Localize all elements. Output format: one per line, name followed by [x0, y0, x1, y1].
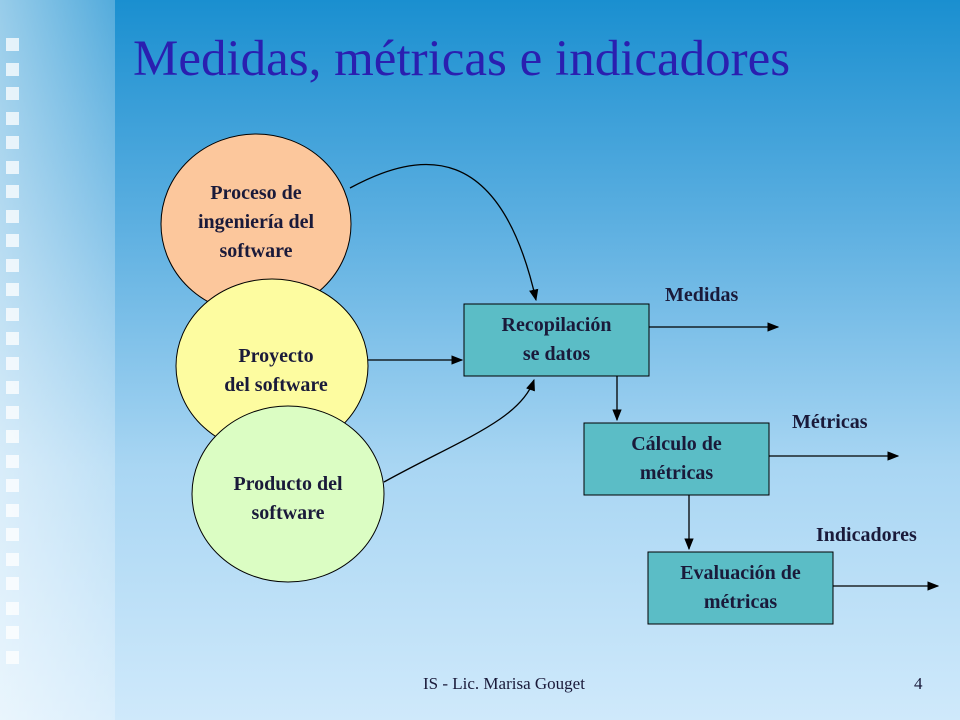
data-collection-label-line: se datos: [522, 343, 591, 365]
decorative-square: [6, 601, 19, 615]
decorative-square: [6, 528, 19, 541]
process-label-line: software: [219, 239, 293, 262]
decorative-square: [6, 479, 19, 492]
data-collection-label: Recopilación se datos: [464, 304, 649, 376]
decorative-square: [6, 234, 19, 247]
arrow-process-to-collection: [349, 163, 539, 302]
decorative-square: [6, 258, 19, 272]
decorative-square: [6, 160, 19, 174]
output-label-medidas: Medidas: [665, 284, 739, 306]
decorative-square: [6, 332, 19, 345]
decorative-square: [6, 185, 19, 198]
decorative-square: [6, 454, 19, 468]
decorative-square: [6, 626, 19, 639]
metrics-evaluation-label-line: Evaluación de: [680, 562, 801, 584]
decorative-square: [6, 405, 19, 419]
decorative-square: [6, 552, 19, 566]
metrics-calculation-box: [583, 422, 770, 496]
arrow-product-to-collection: [383, 378, 535, 483]
footer-author: IS - Lic. Marisa Gouget: [423, 674, 585, 693]
decorative-square: [6, 577, 19, 590]
page-number: 4: [914, 674, 923, 693]
decorative-square: [6, 136, 19, 149]
metrics-evaluation-label: Evaluación de métricas: [648, 552, 833, 624]
decorative-square: [6, 38, 19, 51]
data-collection-label-line: Recopilación: [501, 314, 612, 336]
decorative-square: [6, 307, 19, 321]
metrics-calculation-label: Cálculo de métricas: [584, 423, 769, 495]
metrics-calculation-label-line: Cálculo de: [631, 433, 722, 455]
decorative-square: [6, 503, 19, 517]
metrics-calculation-label-line: métricas: [639, 462, 714, 484]
left-decorative-band: [0, 0, 115, 720]
data-collection-box: [463, 303, 650, 377]
product-label-line: Producto del: [233, 473, 343, 495]
decorative-square: [6, 62, 19, 76]
decorative-square: [6, 650, 19, 664]
process-label-line: ingeniería del: [197, 210, 315, 233]
decorative-square: [6, 209, 19, 223]
metrics-evaluation-box: [647, 551, 834, 625]
decorative-square: [6, 356, 19, 370]
project-label-line: Proyecto: [238, 345, 314, 367]
process-label-line: Proceso de: [210, 181, 302, 204]
product-label-line: software: [251, 502, 325, 524]
output-label-metricas: Métricas: [792, 411, 868, 433]
decorative-square: [6, 430, 19, 443]
decorative-squares: [6, 38, 20, 675]
output-label-indicadores: Indicadores: [816, 524, 917, 546]
decorative-square: [6, 283, 19, 296]
project-label: Proyecto del software: [186, 336, 366, 406]
product-ellipse: [191, 405, 385, 583]
product-label: Producto del software: [198, 464, 378, 534]
decorative-square: [6, 111, 19, 125]
project-label-line: del software: [224, 374, 328, 396]
slide-title: Medidas, métricas e indicadores: [133, 31, 791, 87]
decorative-square: [6, 87, 19, 100]
decorative-square: [6, 381, 19, 394]
process-label: Proceso de ingeniería del software: [166, 172, 346, 272]
metrics-evaluation-label-line: métricas: [703, 591, 778, 613]
